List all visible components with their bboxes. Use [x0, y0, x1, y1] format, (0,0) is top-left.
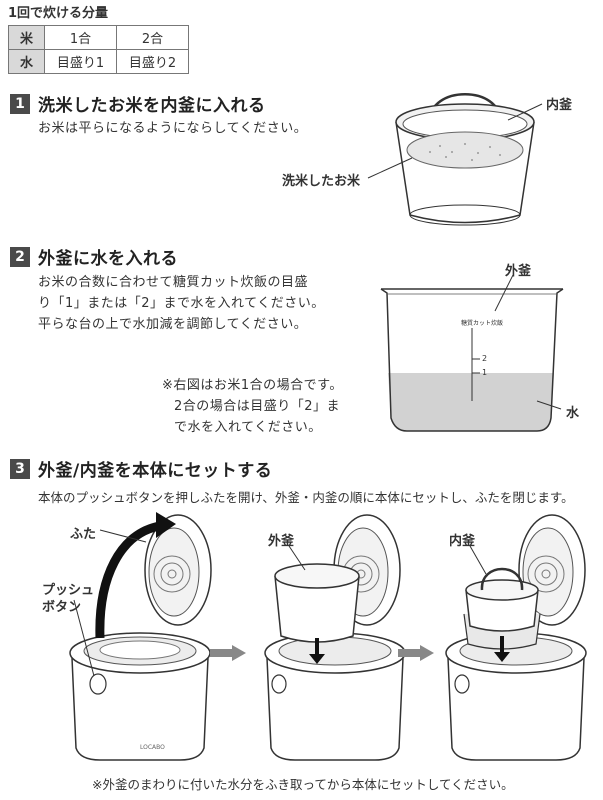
outer-pot-illustration: [380, 274, 564, 432]
table-row: 米 1合 2合: [8, 25, 189, 50]
arrow-right-icon: [210, 645, 246, 661]
text-line: お米の合数に合わせて糖質カット炊飯の目盛: [38, 275, 309, 290]
label-inner-pot: 内釜: [546, 98, 573, 113]
step2-heading: 2 外釜に水を入れる: [10, 244, 178, 269]
label-push-button: プッシュ ボタン: [42, 582, 94, 616]
pot-mark-2: 2: [482, 354, 488, 363]
step3-heading: 3 外釜/内釜を本体にセットする: [10, 456, 272, 481]
cooker-inner-pot-illustration: [445, 514, 587, 761]
footer-note: ※外釜のまわりに付いた水分をふき取ってから本体にセットしてください。: [92, 777, 514, 792]
label-line: ボタン: [42, 600, 82, 615]
pot-mark-1: 1: [482, 368, 488, 377]
label-washed-rice: 洗米したお米: [282, 174, 361, 189]
step1-heading: 1 洗米したお米を内釜に入れる: [10, 91, 266, 116]
step2-text: お米の合数に合わせて糖質カット炊飯の目盛 り「1」または「2」まで水を入れてくだ…: [38, 272, 325, 335]
brand-logo: LOCABO: [140, 744, 165, 751]
step-number: 3: [10, 458, 30, 479]
cooker-outer-pot-illustration: [264, 514, 406, 761]
table-cell: 2合: [116, 25, 189, 50]
step-number: 2: [10, 246, 30, 267]
table-row: 水 目盛り1 目盛り2: [8, 49, 189, 74]
label-inner-pot-step3: 内釜: [449, 534, 476, 549]
table-cell: 米: [8, 25, 45, 50]
step-title: 洗米したお米を内釜に入れる: [38, 96, 266, 116]
step2-note: ※右図はお米1合の場合です。 2合の場合は目盛り「2」ま で水を入れてください。: [162, 375, 343, 438]
pot-scale-text: 糖質カット炊飯: [461, 320, 504, 327]
arrow-right-icon: [398, 645, 434, 661]
table-cell: 目盛り1: [44, 49, 117, 74]
table-cell: 水: [8, 49, 45, 74]
step-title: 外釜/内釜を本体にセットする: [38, 461, 273, 481]
step3-text: 本体のプッシュボタンを押しふたを開け、外釜・内釜の順に本体にセットし、ふたを閉じ…: [38, 490, 574, 505]
label-outer-pot: 外釜: [505, 264, 532, 279]
label-lid: ふた: [70, 527, 97, 542]
table-cell: 目盛り2: [116, 49, 189, 74]
text-line: ※右図はお米1合の場合です。: [162, 378, 343, 393]
step-number: 1: [10, 93, 30, 114]
step1-text: お米は平らになるようにならしてください。: [38, 121, 308, 136]
label-line: プッシュ: [42, 583, 95, 598]
step-title: 外釜に水を入れる: [38, 249, 178, 269]
text-line: 2合の場合は目盛り「2」ま: [174, 399, 341, 414]
inner-pot-illustration: [367, 93, 543, 226]
text-line: 平らな台の上で水加減を調節してください。: [38, 317, 308, 332]
table-cell: 1合: [44, 25, 117, 50]
text-line: り「1」または「2」まで水を入れてください。: [38, 296, 325, 311]
cooker-open-illustration: [69, 512, 212, 761]
label-water: 水: [566, 406, 580, 421]
text-line: で水を入れてください。: [174, 420, 322, 435]
quantity-title: 1回で炊ける分量: [8, 6, 109, 21]
quantity-table: 米 1合 2合 水 目盛り1 目盛り2: [8, 25, 189, 74]
label-outer-pot-step3: 外釜: [268, 534, 295, 549]
